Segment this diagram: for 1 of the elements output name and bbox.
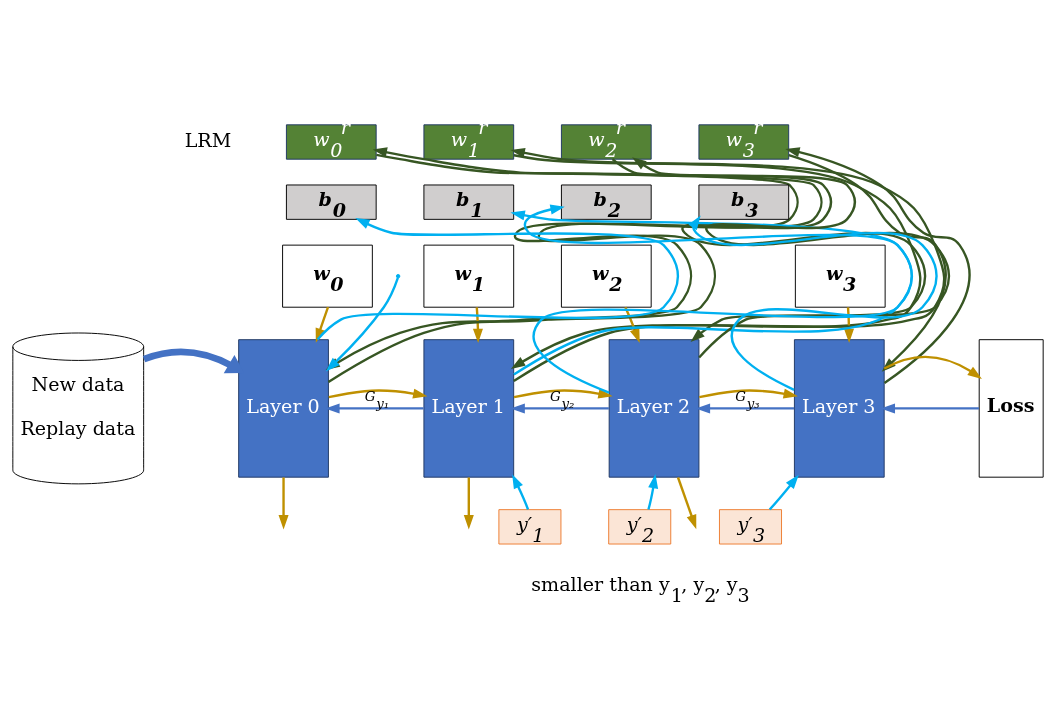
- label: LRM: [184, 128, 232, 152]
